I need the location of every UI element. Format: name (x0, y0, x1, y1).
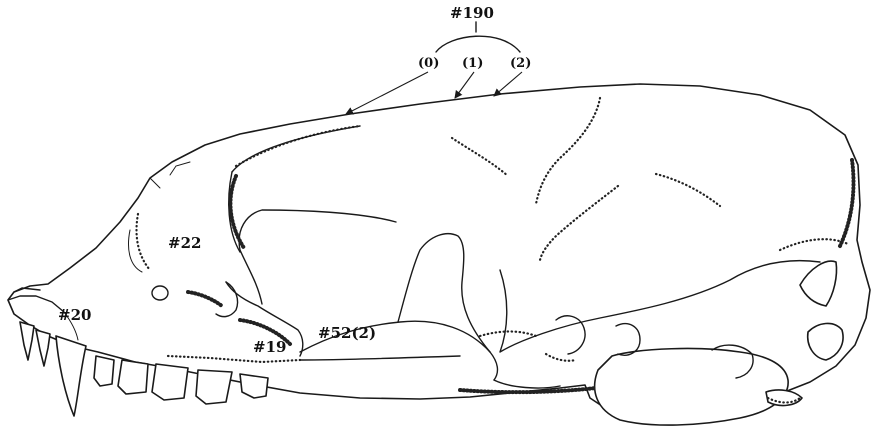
label-state-0: (0) (418, 56, 439, 71)
bracket-arc (436, 36, 520, 52)
label-char-190: #190 (450, 4, 494, 22)
premolar-2 (118, 360, 148, 394)
incisor-1 (20, 322, 34, 360)
label-char-22: #22 (168, 234, 201, 252)
label-state-1: (1) (462, 56, 483, 71)
auditory-bulla (595, 349, 788, 426)
incisor-2 (36, 330, 50, 366)
canine-tooth (56, 336, 86, 416)
label-state-2: (2) (510, 56, 531, 71)
label-char-19: #19 (253, 338, 286, 356)
molar-1 (240, 374, 268, 398)
arrow-state-1 (455, 72, 474, 98)
label-char-20: #20 (58, 306, 91, 324)
carnassial-tooth (196, 370, 232, 404)
premolar-3 (152, 364, 188, 400)
label-char-52: #52(2) (318, 324, 376, 342)
premolar-1 (94, 356, 114, 386)
